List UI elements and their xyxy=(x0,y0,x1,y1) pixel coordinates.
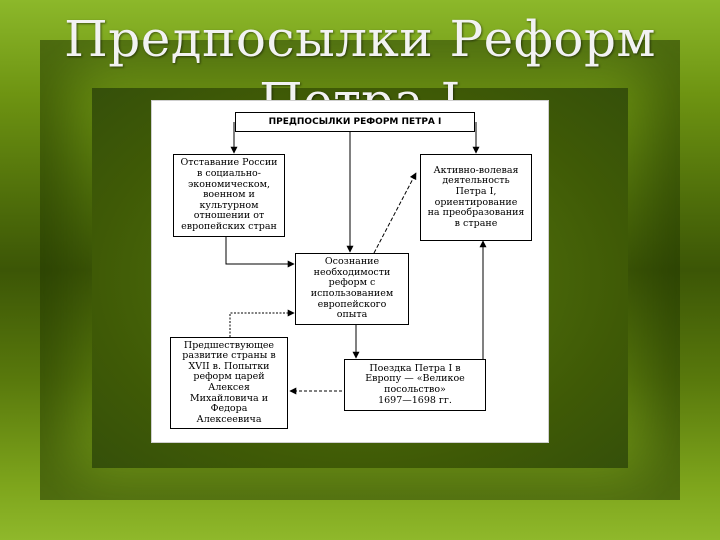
embassy-box: Поездка Петра I в Европу — «Великое посо… xyxy=(344,359,486,411)
arrow-lag-to-awareness xyxy=(225,236,295,268)
arrow-awareness-to-will xyxy=(373,172,417,254)
will-box: Активно-волевая деятельность Петра I, ор… xyxy=(420,154,532,241)
arrow-prior-to-awareness xyxy=(229,309,295,337)
diagram-header-box: ПРЕДПОСЫЛКИ РЕФОРМ ПЕТРА I xyxy=(235,112,475,132)
awareness-box: Осознание необходимости реформ с использ… xyxy=(295,253,409,325)
lag-box: Отставание России в социально- экономиче… xyxy=(173,154,285,237)
prior-box: Предшествующее развитие страны в XVII в.… xyxy=(170,337,288,429)
diagram-connectors xyxy=(225,122,487,395)
diagram-image: ПРЕДПОСЫЛКИ РЕФОРМ ПЕТРА I Отставание Ро… xyxy=(151,100,549,443)
